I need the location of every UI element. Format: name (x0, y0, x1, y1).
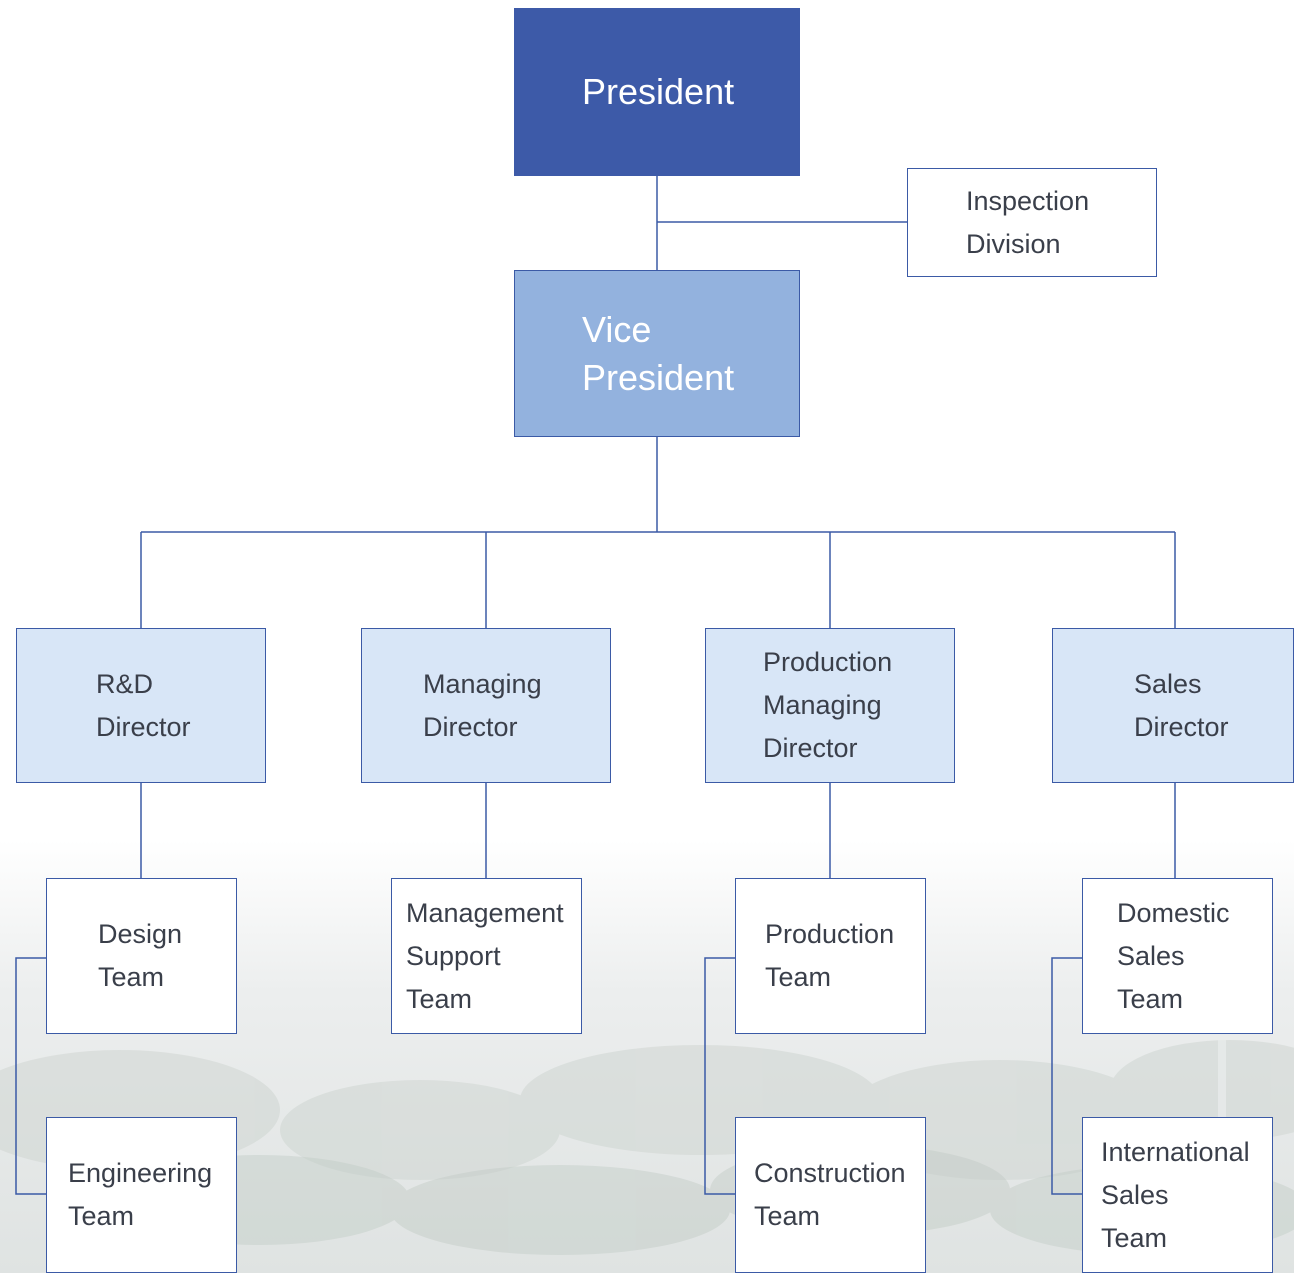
vice-president-label-line1: Vice (582, 308, 652, 350)
production-managing-director-label-line3: Director (763, 733, 858, 763)
production-managing-director-box: Production Managing Director (705, 628, 955, 783)
president-box: President (514, 8, 800, 176)
sales-director-label-line1: Sales (1134, 668, 1202, 699)
rd-director-box: R&D Director (16, 628, 266, 783)
production-team-label-line2: Team (765, 962, 832, 992)
domestic-sales-team-label-line3: Team (1117, 983, 1184, 1014)
construction-team-label-line1: Construction (754, 1158, 906, 1188)
domestic-sales-team-label-line2: Sales (1117, 940, 1185, 971)
international-sales-team-box: International Sales Team (1082, 1117, 1273, 1273)
engineering-team-label-line2: Team (68, 1201, 135, 1231)
management-support-team-label-line3: Team (406, 983, 473, 1014)
inspection-division-box: Inspection Division (907, 168, 1157, 277)
vice-president-box: Vice President (514, 270, 800, 437)
vice-president-label-line2: President (582, 356, 735, 398)
managing-director-box: Managing Director (361, 628, 611, 783)
managing-director-label-line2: Director (423, 711, 518, 742)
construction-team-label-line2: Team (754, 1201, 821, 1231)
inspection-division-label-line2: Division (966, 228, 1061, 259)
rd-director-label-line1: R&D (96, 668, 154, 699)
managing-director-label-line1: Managing (423, 668, 542, 699)
rd-director-label-line2: Director (96, 711, 191, 742)
management-support-team-label-line2: Support (406, 940, 501, 971)
international-sales-team-label-line2: Sales (1101, 1179, 1169, 1210)
production-managing-director-label-line1: Production (763, 647, 893, 677)
president-label: President (582, 71, 735, 112)
production-team-box: Production Team (735, 878, 926, 1034)
management-support-team-box: Management Support Team (391, 878, 582, 1034)
domestic-sales-team-label-line1: Domestic (1117, 897, 1230, 928)
construction-team-box: Construction Team (735, 1117, 926, 1273)
design-team-box: Design Team (46, 878, 237, 1034)
international-sales-team-label-line1: International (1101, 1136, 1250, 1167)
sales-director-box: Sales Director (1052, 628, 1294, 783)
design-team-label-line1: Design (98, 919, 183, 949)
engineering-team-label-line1: Engineering (68, 1158, 213, 1188)
sales-director-label-line2: Director (1134, 711, 1229, 742)
international-sales-team-label-line3: Team (1101, 1222, 1168, 1253)
domestic-sales-team-box: Domestic Sales Team (1082, 878, 1273, 1034)
design-team-label-line2: Team (98, 962, 165, 992)
production-team-label-line1: Production (765, 919, 895, 949)
production-managing-director-label-line2: Managing (763, 690, 882, 720)
management-support-team-label-line1: Management (406, 897, 564, 928)
engineering-team-box: Engineering Team (46, 1117, 237, 1273)
inspection-division-label-line1: Inspection (966, 185, 1090, 216)
